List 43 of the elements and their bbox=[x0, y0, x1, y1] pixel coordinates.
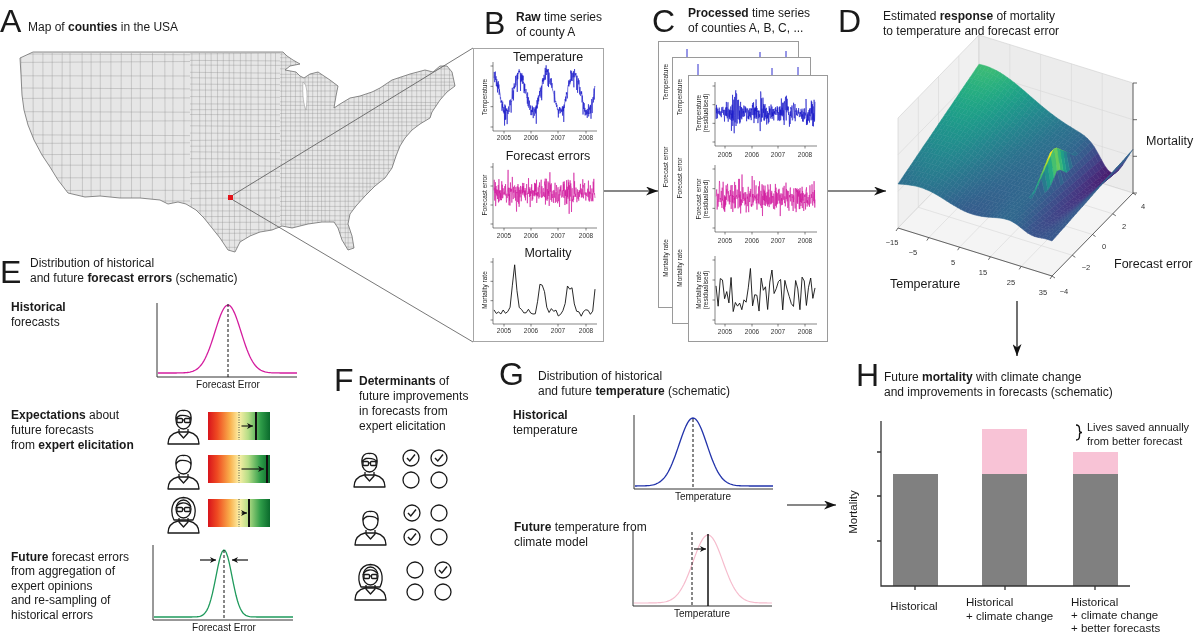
panel-letter: H bbox=[856, 359, 880, 391]
annotation-text: Lives saved annually from better forecast bbox=[1087, 421, 1190, 449]
axis-label: Mortality bbox=[845, 490, 860, 534]
panel-letter: C bbox=[652, 5, 676, 37]
category-label: Historical + climate change bbox=[966, 596, 1054, 624]
row-caption: Future temperature from climate model bbox=[514, 520, 647, 550]
axis-label: Temperature bbox=[674, 490, 732, 504]
arrow bbox=[603, 186, 659, 196]
panel-heading: Distribution of historical and future forecast errors (schematic) bbox=[30, 256, 238, 286]
axis-label: Forecast Error bbox=[196, 378, 260, 392]
panel-heading: Distribution of historical and future temperature (schematic) bbox=[538, 369, 731, 399]
arrow bbox=[1012, 300, 1022, 357]
panel-letter: G bbox=[499, 358, 524, 390]
axis-label: Forecast error bbox=[1114, 257, 1193, 273]
county-marker bbox=[228, 195, 233, 200]
category-label: Historical + climate change + better forecasts bbox=[1071, 596, 1161, 635]
row-caption: Historical forecasts bbox=[11, 300, 66, 330]
panel-heading: Raw time series of county A bbox=[516, 10, 603, 40]
axis-label: Temperature bbox=[673, 607, 731, 621]
axis-label: Mortality bbox=[1146, 134, 1194, 150]
panel-letter: F bbox=[334, 364, 354, 396]
chart-title: Forecast errors bbox=[505, 149, 591, 165]
panel-heading: Estimated response of mortality to temperature and forecast error bbox=[883, 9, 1060, 39]
connector-line bbox=[232, 199, 474, 343]
connector-line bbox=[232, 47, 474, 196]
row-caption: Historical temperature bbox=[513, 408, 578, 438]
axis-label: Temperature bbox=[890, 277, 961, 293]
panel-letter: B bbox=[484, 7, 506, 39]
panel-letter: A bbox=[0, 5, 22, 37]
arrow bbox=[827, 186, 887, 196]
category-label: Historical bbox=[890, 598, 938, 614]
arrow bbox=[786, 500, 837, 510]
panel-letter: D bbox=[838, 5, 862, 37]
panel-heading: Processed time series of counties A, B, C, ... bbox=[688, 6, 811, 36]
row-caption: Future forecast errors from aggregation of expert opinions and re-sampling of historical errors bbox=[11, 550, 130, 622]
panel-heading: Determinants of future improvements in forecasts from expert elicitation bbox=[359, 374, 469, 434]
chart-title: Mortality bbox=[524, 246, 572, 262]
panel-letter: E bbox=[0, 256, 22, 288]
panel-heading: Future mortality with climate change and improvements in forecasts (schematic) bbox=[884, 370, 1113, 400]
chart-title: Temperature bbox=[512, 50, 584, 66]
axis-label: Forecast Error bbox=[192, 621, 256, 635]
panel-heading: Map of counties in the USA bbox=[28, 20, 179, 35]
row-caption: Expectations about future forecasts from expert elicitation bbox=[11, 408, 134, 453]
